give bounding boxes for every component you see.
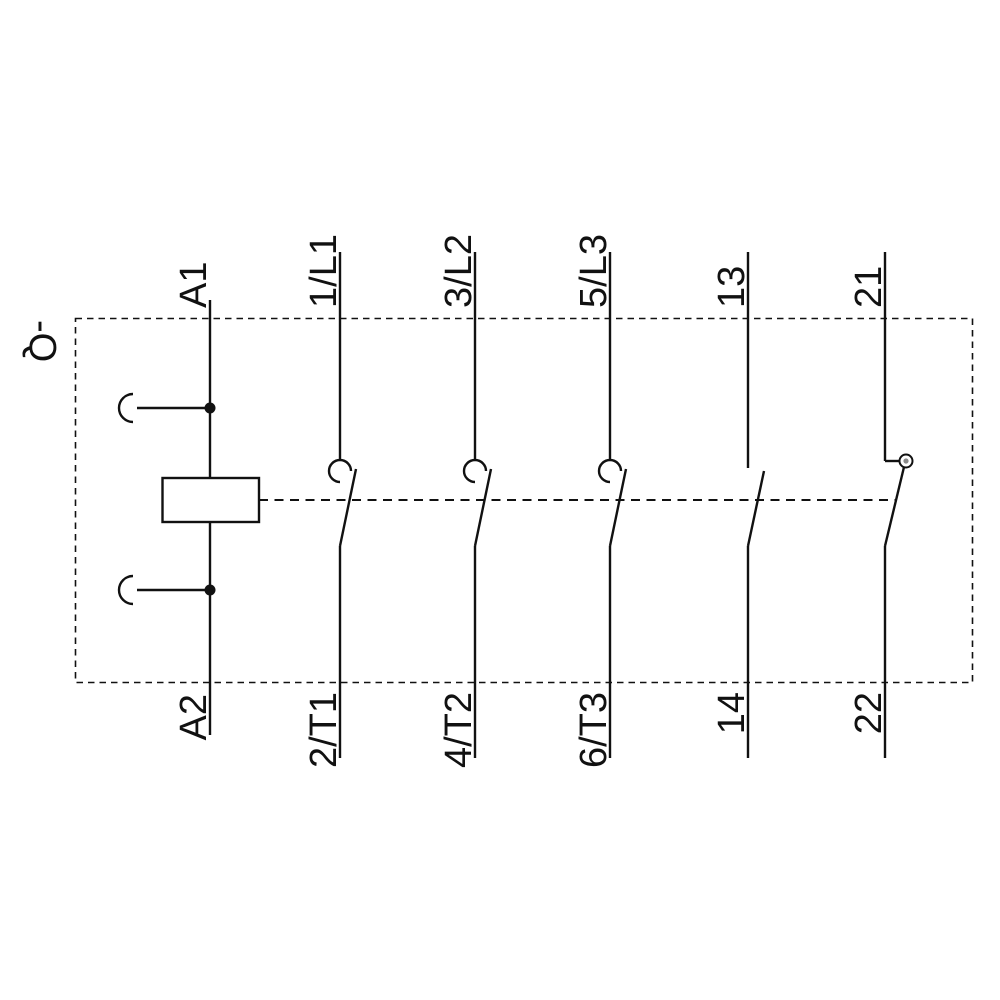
- terminal-label-coil-bottom: A2: [173, 694, 215, 740]
- coil-symbol-box: [161, 476, 261, 524]
- junction-dot-bottom: [204, 584, 216, 596]
- terminal-label-pole3-top: 5/L3: [573, 234, 615, 308]
- terminal-label-pole3-bottom: 6/T3: [573, 692, 615, 768]
- terminal-label-pole1-top: 1/L1: [303, 234, 345, 308]
- coil-connector-arc-bottom: [117, 574, 134, 606]
- terminal-label-pole2-bottom: 4/T2: [438, 692, 480, 768]
- coil-assembly: [117, 300, 261, 735]
- main-poles: [327, 250, 628, 760]
- terminal-label-aux-nc-top: 21: [848, 266, 890, 308]
- device-boundary-box: [74, 317, 974, 684]
- terminal-label-pole2-top: 3/L2: [438, 234, 480, 308]
- terminal-label-aux-no-bottom: 14: [711, 692, 753, 734]
- aux-nc-blade: [883, 466, 906, 547]
- junction-dot-top: [204, 402, 216, 414]
- labels: -Q A1 A2 1/L1 2/T1 3/L2 4/T2 5/L3 6/T3 1…: [21, 234, 890, 768]
- terminal-label-aux-no-top: 13: [711, 266, 753, 308]
- coil-connector-arc-top: [117, 392, 134, 424]
- aux-nc-contact: [883, 252, 914, 758]
- device-designation-label: -Q: [21, 320, 63, 362]
- terminal-label-coil-top: A1: [173, 262, 215, 308]
- schematic-drawing: -Q A1 A2 1/L1 2/T1 3/L2 4/T2 5/L3 6/T3 1…: [21, 234, 974, 768]
- aux-nc-pivot-dot: [903, 458, 909, 464]
- terminal-label-pole1-bottom: 2/T1: [303, 692, 345, 768]
- terminal-label-aux-nc-bottom: 22: [848, 692, 890, 734]
